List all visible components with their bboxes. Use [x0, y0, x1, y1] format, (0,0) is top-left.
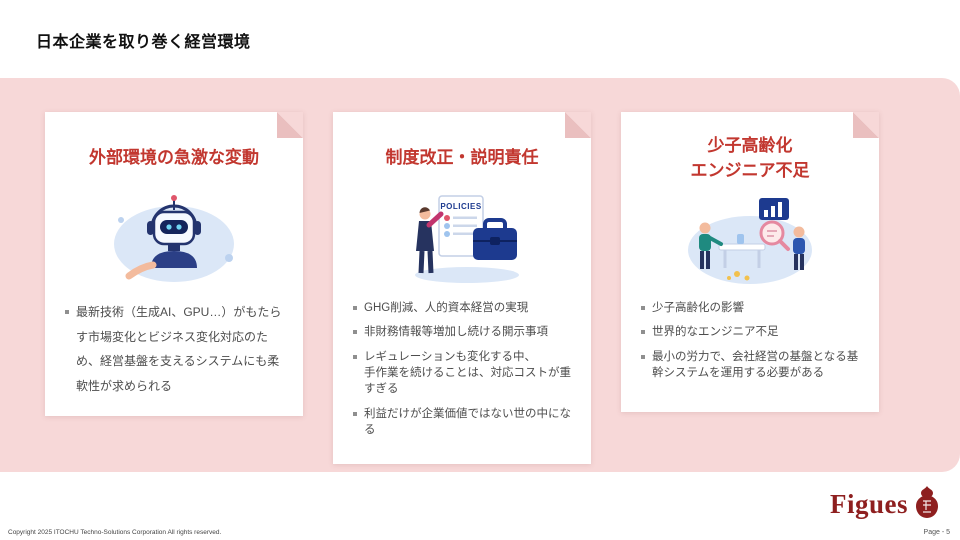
aging-engineers-icon — [688, 198, 812, 284]
card-title: 外部環境の急激な変動 — [89, 148, 259, 168]
bullet-item: 少子高齢化の影響 — [639, 300, 861, 316]
bullet-item: 利益だけが企業価値ではない世の中になる — [351, 406, 573, 439]
bullet-item: 最新技術（生成AI、GPU…）がもたらす市場変化とビジネス変化対応のため、経営基… — [63, 300, 285, 398]
cards-row: 外部環境の急激な変動 — [45, 112, 915, 465]
bullet-item: 世界的なエンジニア不足 — [639, 324, 861, 340]
page-title: 日本企業を取り巻く経営環境 — [36, 34, 251, 51]
policies-briefcase-illustration: POLICIES — [349, 188, 575, 288]
bullet-list: 最新技術（生成AI、GPU…）がもたらす市場変化とビジネス変化対応のため、経営基… — [61, 300, 287, 398]
bullet-list: 少子高齢化の影響 世界的なエンジニア不足 最小の労力で、会社経営の基盤となる基幹… — [637, 300, 863, 381]
card-aging-engineer-shortage: 少子高齢化 エンジニア不足 — [621, 112, 879, 412]
ai-robot-icon — [114, 195, 234, 282]
card-regulation-accountability: 制度改正・説明責任 POLICIES — [333, 112, 591, 465]
card-external-environment: 外部環境の急激な変動 — [45, 112, 303, 417]
card-title: 少子高齢化 エンジニア不足 — [690, 135, 810, 181]
bullet-item: レギュレーションも変化する中、 手作業を続けることは、対応コストが重すぎる — [351, 349, 573, 398]
figues-logo: Figues — [830, 485, 940, 524]
bullet-item: 最小の労力で、会社経営の基盤となる基幹システムを運用する必要がある — [639, 349, 861, 382]
page-number: Page - 5 — [923, 529, 950, 536]
policies-briefcase-icon: POLICIES — [415, 195, 519, 283]
bullet-item: 非財務情報等増加し続ける開示事項 — [351, 324, 573, 340]
content-panel: 外部環境の急激な変動 — [0, 78, 960, 472]
copyright-text: Copyright 2025 ITOCHU Techno-Solutions C… — [8, 529, 222, 536]
logo-wordmark: Figues — [829, 489, 908, 519]
bullet-list: GHG削減、人的資本経営の実現 非財務情報等増加し続ける開示事項 レギュレーショ… — [349, 300, 575, 438]
ai-robot-illustration — [61, 188, 287, 288]
policies-label: POLICIES — [440, 202, 482, 211]
card-title: 制度改正・説明責任 — [385, 148, 539, 168]
figues-seal-icon — [914, 485, 940, 524]
aging-engineers-illustration — [637, 188, 863, 288]
bullet-item: GHG削減、人的資本経営の実現 — [351, 300, 573, 316]
